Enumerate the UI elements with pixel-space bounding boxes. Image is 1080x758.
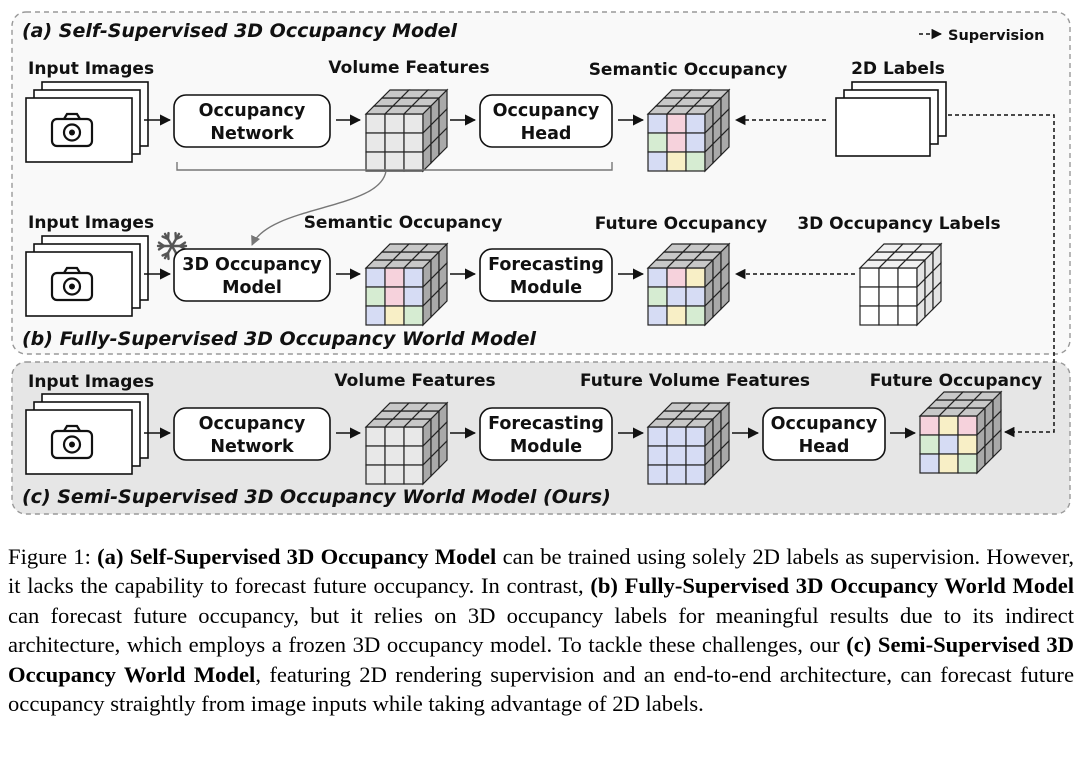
panel-a-occupancy-network: Occupancy Network [173, 94, 331, 148]
panel-b-labels-label: 3D Occupancy Labels [797, 214, 1000, 234]
svg-text:Head: Head [799, 437, 850, 457]
panel-c-input-label: Input Images [28, 372, 154, 392]
panel-c-title: (c) Semi-Supervised 3D Occupancy World M… [22, 486, 611, 508]
bracket [176, 162, 613, 171]
transfer-arrow-icon [251, 170, 387, 246]
panel-b-occupancy-label: Semantic Occupancy [304, 213, 503, 233]
caption-prefix: Figure 1: [8, 544, 98, 569]
panel-c-output-label: Future Occupancy [870, 371, 1043, 391]
panel-a-image-stack [25, 81, 149, 163]
svg-text:Module: Module [510, 437, 582, 457]
svg-text:Model: Model [222, 278, 282, 298]
svg-text:Occupancy: Occupancy [771, 414, 878, 434]
caption-b-bold: (b) Fully-Supervised 3D Occupancy World … [590, 573, 1074, 599]
caption-a-bold: (a) Self-Supervised 3D Occupancy Model [97, 544, 497, 569]
panel-a-features-label: Volume Features [328, 58, 489, 78]
panel-c-image-stack [25, 393, 149, 475]
panel-b-input-label: Input Images [28, 213, 154, 233]
camera-icon [50, 424, 94, 460]
panel-a-output-label: Semantic Occupancy [589, 60, 788, 80]
svg-text:Occupancy: Occupancy [199, 414, 306, 434]
panel-c-volume-features-cube [364, 401, 449, 486]
svg-text:Forecasting: Forecasting [488, 255, 604, 275]
panel-b-output-label: Future Occupancy [595, 214, 768, 234]
panel-c-features-label: Volume Features [334, 371, 495, 391]
svg-text:Occupancy: Occupancy [493, 101, 600, 121]
panel-c-occupancy-head: Occupancy Head [762, 407, 886, 461]
caption-text-3: , featuring 2D rendering supervision and… [8, 661, 1074, 717]
panel-c-future-occupancy-cube [918, 390, 1003, 475]
panel-b-3d-occupancy-labels-cube [858, 242, 943, 327]
panel-a-occupancy-head: Occupancy Head [479, 94, 613, 148]
svg-text:Network: Network [210, 124, 294, 144]
svg-text:Module: Module [510, 278, 582, 298]
caption-text-1: can be trained using solely 2D labels as… [8, 544, 1074, 599]
panel-b-future-occupancy-cube [646, 242, 731, 327]
panel-b-image-stack [25, 235, 149, 317]
panel-c-future-features-label: Future Volume Features [580, 371, 810, 391]
panel-b-forecasting-module: Forecasting Module [479, 248, 613, 302]
caption-text-2: can forecast future occupancy, but it re… [8, 602, 1074, 658]
panel-c-forecasting-module: Forecasting Module [479, 407, 613, 461]
panel-c-occupancy-network: Occupancy Network [173, 407, 331, 461]
svg-text:3D Occupancy: 3D Occupancy [182, 255, 322, 275]
svg-text:Head: Head [521, 124, 572, 144]
panel-a-volume-features-cube [364, 88, 449, 173]
panel-a-input-label: Input Images [28, 59, 154, 79]
panel-c-future-volume-features-cube [646, 401, 731, 486]
supervision-dashed-arrow-icon [948, 114, 1055, 438]
panel-b-title: (b) Fully-Supervised 3D Occupancy World … [22, 328, 536, 350]
legend-label: Supervision [948, 28, 1044, 44]
svg-text:Network: Network [210, 437, 294, 457]
svg-text:Occupancy: Occupancy [199, 101, 306, 121]
panel-b-3d-occupancy-model: 3D Occupancy Model [173, 248, 331, 302]
caption-c-bold: (c) Semi-Supervised 3D Occupancy World M… [8, 632, 1074, 687]
camera-icon [50, 266, 94, 302]
camera-icon [50, 112, 94, 148]
diagram: Supervision (a) Self-Supervised 3D Occup… [11, 11, 1071, 515]
panel-a-semantic-occupancy-cube [646, 88, 731, 173]
panel-a-2d-label-stack [835, 81, 947, 157]
panel-a-title: (a) Self-Supervised 3D Occupancy Model [22, 20, 458, 42]
panel-a-labels-label: 2D Labels [851, 59, 945, 79]
panel-b-semantic-occupancy-cube [364, 242, 449, 327]
svg-text:Forecasting: Forecasting [488, 414, 604, 434]
figure-caption: Figure 1: (a) Self-Supervised 3D Occupan… [8, 542, 1074, 718]
